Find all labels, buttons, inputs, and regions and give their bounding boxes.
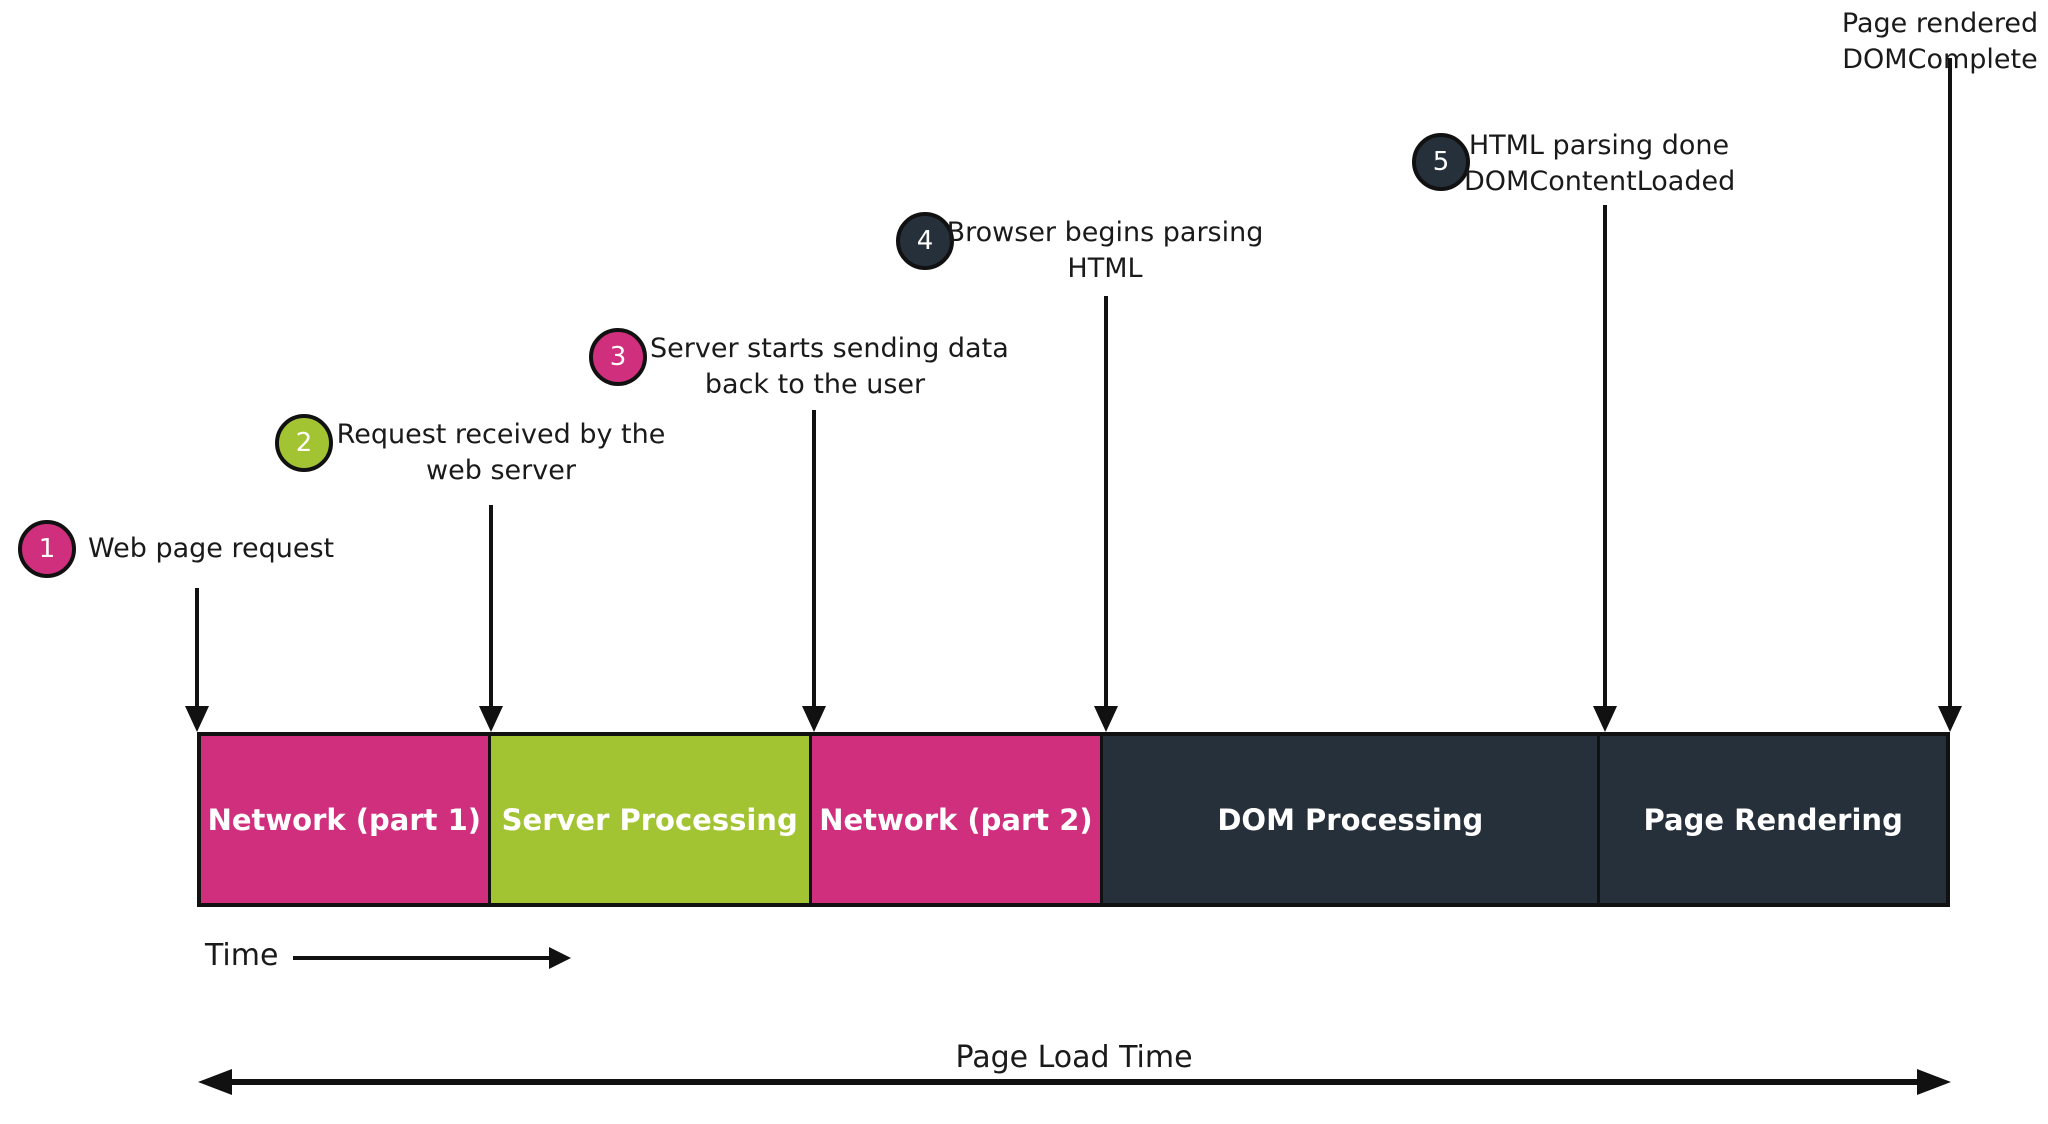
time-axis-label: Time bbox=[205, 938, 279, 973]
segment-label: Network (part 2) bbox=[819, 802, 1093, 837]
milestone-5-number: 5 bbox=[1432, 147, 1450, 177]
page-load-time-label: Page Load Time bbox=[955, 1040, 1193, 1075]
arrow-right-icon bbox=[1917, 1069, 1951, 1095]
arrow-right-icon bbox=[549, 947, 571, 969]
milestone-2-label: Request received by the web server bbox=[336, 419, 666, 486]
milestone-1-label: Web page request bbox=[88, 533, 335, 564]
phase-bar: Network (part 1) Server Processing Netwo… bbox=[197, 732, 1950, 907]
milestone-5-label: HTML parsing done DOMContentLoaded bbox=[1464, 130, 1736, 197]
milestone-4-label: Browser begins parsing HTML bbox=[946, 217, 1264, 284]
page-load-time-arrow bbox=[198, 1068, 1951, 1096]
segment-page-rendering: Page Rendering bbox=[1600, 736, 1946, 903]
arrow-down-icon bbox=[185, 706, 209, 732]
segment-network-part-1: Network (part 1) bbox=[201, 736, 491, 903]
segment-server-processing: Server Processing bbox=[490, 736, 812, 903]
milestone-5-marker: 5 bbox=[1412, 133, 1470, 191]
milestone-3-number: 3 bbox=[609, 342, 627, 372]
milestone-5-arrow bbox=[1593, 205, 1617, 732]
arrow-down-icon bbox=[1593, 706, 1617, 732]
segment-label: Page Rendering bbox=[1643, 802, 1903, 837]
milestone-1-number: 1 bbox=[38, 534, 56, 564]
time-axis-arrow bbox=[293, 946, 571, 970]
segment-label: DOM Processing bbox=[1217, 802, 1484, 837]
milestone-6-arrow bbox=[1938, 58, 1962, 732]
milestone-3-arrow bbox=[802, 410, 826, 732]
milestone-4-number: 4 bbox=[916, 226, 934, 256]
arrow-down-icon bbox=[1094, 706, 1118, 732]
segment-network-part-2: Network (part 2) bbox=[811, 736, 1104, 903]
segment-label: Server Processing bbox=[501, 802, 798, 837]
milestone-2-arrow bbox=[479, 505, 503, 732]
arrow-left-icon bbox=[198, 1069, 232, 1095]
milestone-3-marker: 3 bbox=[589, 328, 647, 386]
segment-dom-processing: DOM Processing bbox=[1103, 736, 1601, 903]
milestone-6-label: Page rendered DOMComplete bbox=[1841, 8, 2039, 75]
arrow-down-icon bbox=[1938, 706, 1962, 732]
milestone-3-label: Server starts sending data back to the u… bbox=[650, 333, 1009, 400]
arrow-down-icon bbox=[802, 706, 826, 732]
milestone-4-arrow bbox=[1094, 296, 1118, 732]
milestone-4-marker: 4 bbox=[896, 212, 954, 270]
milestone-1-marker: 1 bbox=[18, 520, 76, 578]
arrow-down-icon bbox=[479, 706, 503, 732]
milestone-2-number: 2 bbox=[295, 428, 313, 458]
segment-label: Network (part 1) bbox=[207, 802, 482, 837]
milestone-2-marker: 2 bbox=[275, 414, 333, 472]
milestone-1-arrow bbox=[185, 588, 209, 732]
